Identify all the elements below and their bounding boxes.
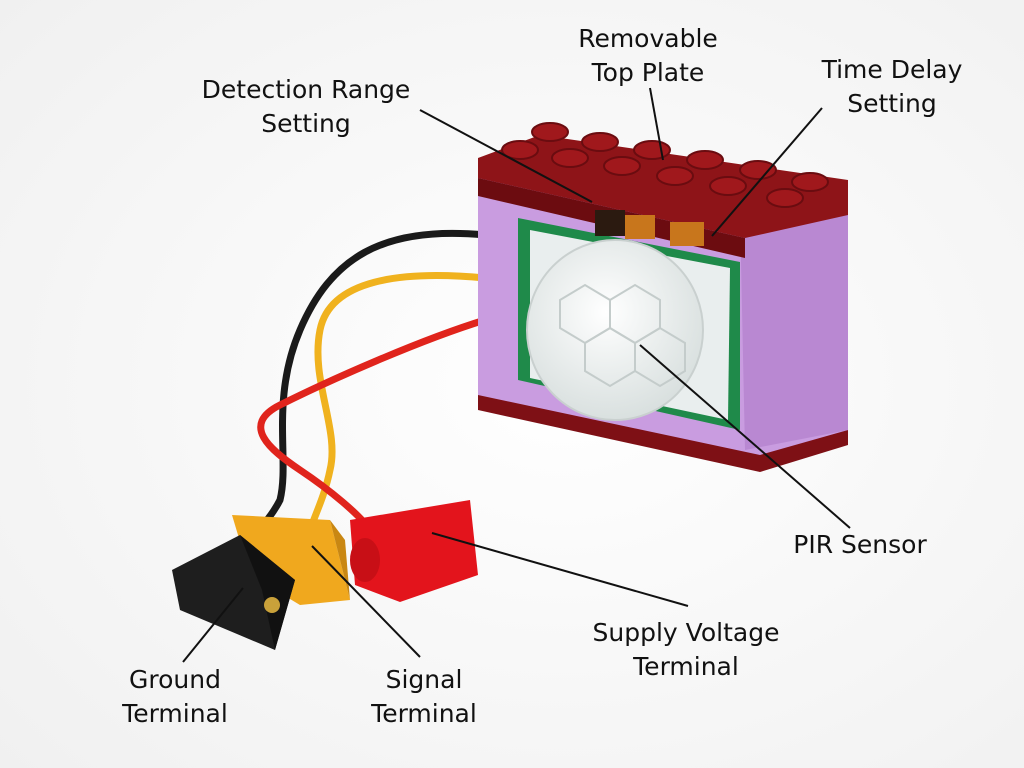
leader-time-delay bbox=[711, 107, 823, 237]
leader-pir-sensor bbox=[639, 344, 851, 529]
label-line: Terminal bbox=[371, 699, 477, 728]
red-wire bbox=[257, 316, 489, 534]
label-signal: Signal Terminal bbox=[371, 663, 477, 731]
leader-signal bbox=[311, 545, 421, 658]
label-line: Terminal bbox=[633, 652, 739, 681]
label-pir-sensor: PIR Sensor bbox=[793, 528, 926, 562]
label-line: Top Plate bbox=[591, 58, 705, 87]
label-ground: Ground Terminal bbox=[122, 663, 228, 731]
label-line: Ground bbox=[129, 665, 221, 694]
leader-ground bbox=[182, 587, 244, 663]
label-time-delay: Time Delay Setting bbox=[822, 53, 963, 121]
leader-lines bbox=[182, 87, 851, 663]
label-line: PIR Sensor bbox=[793, 530, 927, 559]
label-line: Time Delay bbox=[821, 55, 963, 84]
label-line: Signal bbox=[385, 665, 463, 694]
label-line: Setting bbox=[847, 89, 937, 118]
black-wire bbox=[231, 229, 489, 559]
label-supply-voltage: Supply Voltage Terminal bbox=[593, 616, 780, 684]
label-top-plate: Removable Top Plate bbox=[578, 22, 718, 90]
leader-supply-voltage bbox=[431, 532, 689, 607]
label-line: Terminal bbox=[122, 699, 228, 728]
wires bbox=[231, 229, 489, 559]
leader-detection-range bbox=[419, 109, 593, 203]
label-line: Detection Range bbox=[201, 75, 411, 104]
label-line: Removable bbox=[578, 24, 718, 53]
label-line: Supply Voltage bbox=[592, 618, 780, 647]
lego-housing bbox=[478, 122, 848, 472]
label-line: Setting bbox=[261, 109, 351, 138]
label-detection-range: Detection Range Setting bbox=[202, 73, 411, 141]
leader-top-plate bbox=[649, 87, 664, 161]
